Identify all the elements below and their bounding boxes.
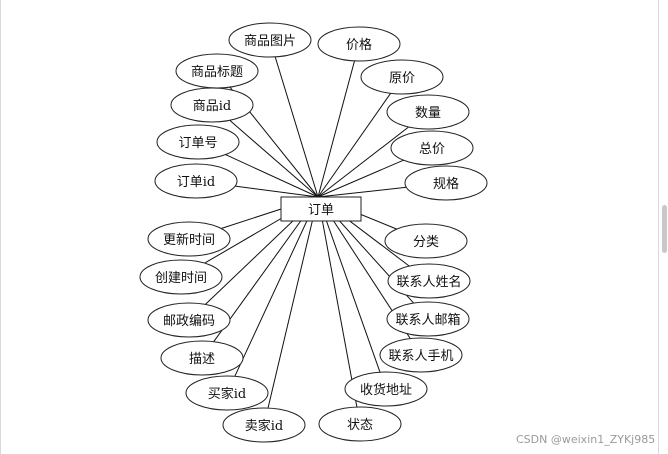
- attribute-label: 商品图片: [244, 34, 296, 49]
- attribute-node[interactable]: 分类: [384, 223, 468, 259]
- attribute-node[interactable]: 邮政编码: [147, 302, 231, 338]
- attribute-label: 更新时间: [163, 232, 215, 248]
- attribute-label: 联系人姓名: [396, 274, 461, 290]
- attribute-node[interactable]: 卖家id: [222, 407, 306, 443]
- attribute-ellipse: [379, 337, 463, 373]
- attribute-ellipse: [185, 375, 269, 411]
- relationship-line: [274, 56, 319, 198]
- attribute-label: 联系人手机: [388, 349, 453, 364]
- attribute-ellipse: [386, 94, 470, 130]
- relationship-line: [317, 186, 407, 198]
- attribute-node[interactable]: 价格: [317, 26, 401, 62]
- relationship-line: [267, 196, 319, 409]
- attribute-ellipse: [344, 371, 428, 407]
- relationship-line: [225, 154, 319, 198]
- attribute-node[interactable]: 总价: [390, 130, 474, 166]
- relationship-line: [317, 126, 409, 198]
- attribute-ellipse: [222, 407, 306, 443]
- attribute-label: 描述: [189, 352, 215, 367]
- attribute-node[interactable]: 订单号: [156, 124, 240, 160]
- relationship-line: [235, 185, 319, 198]
- attribute-ellipse: [228, 22, 312, 58]
- attribute-label: 原价: [389, 71, 415, 86]
- attribute-node[interactable]: 商品id: [170, 87, 254, 123]
- attribute-ellipse: [156, 124, 240, 160]
- attribute-node[interactable]: 规格: [404, 165, 488, 201]
- attribute-ellipse: [154, 163, 238, 199]
- attribute-label: 联系人邮箱: [395, 312, 460, 328]
- attribute-node[interactable]: 买家id: [185, 375, 269, 411]
- attribute-ellipse: [147, 221, 231, 257]
- attribute-node[interactable]: 商品图片: [228, 22, 312, 58]
- attribute-ellipse: [387, 263, 471, 299]
- vertical-scrollbar[interactable]: [662, 205, 667, 253]
- attribute-ellipse: [360, 59, 444, 95]
- entity-box[interactable]: 订单: [280, 196, 362, 222]
- attribute-node[interactable]: 数量: [386, 94, 470, 130]
- relationship-line: [317, 196, 358, 408]
- attribute-label: 总价: [419, 142, 445, 157]
- attribute-label: 订单id: [177, 175, 215, 190]
- attribute-ellipse: [160, 340, 244, 376]
- attribute-label: 数量: [415, 106, 441, 121]
- attribute-ellipse: [318, 406, 402, 442]
- relationship-line: [317, 196, 381, 373]
- attribute-label: 分类: [413, 235, 439, 250]
- attribute-ellipse: [147, 302, 231, 338]
- attribute-label: 价格: [346, 37, 372, 53]
- attribute-ellipse: [390, 130, 474, 166]
- attribute-label: 创建时间: [155, 271, 207, 286]
- relationship-line: [317, 93, 392, 198]
- attribute-node[interactable]: 联系人姓名: [387, 263, 471, 299]
- attribute-node[interactable]: 状态: [318, 406, 402, 442]
- attribute-label: 卖家id: [245, 418, 283, 434]
- attribute-node[interactable]: 描述: [160, 340, 244, 376]
- attribute-ellipse: [139, 259, 223, 295]
- attribute-ellipse: [386, 301, 470, 337]
- attribute-node[interactable]: 更新时间: [147, 221, 231, 257]
- attribute-ellipse: [317, 26, 401, 62]
- attribute-label: 买家id: [208, 386, 246, 402]
- entity-label: 订单: [308, 203, 334, 218]
- relationship-line: [317, 60, 355, 198]
- attribute-node[interactable]: 创建时间: [139, 259, 223, 295]
- attribute-label: 订单号: [178, 136, 217, 151]
- attribute-node[interactable]: 收货地址: [344, 371, 428, 407]
- attribute-label: 商品id: [193, 99, 231, 114]
- page-border-right: [658, 0, 659, 454]
- attribute-label: 规格: [433, 176, 459, 192]
- attribute-node[interactable]: 原价: [360, 59, 444, 95]
- attribute-ellipse: [404, 165, 488, 201]
- attribute-label: 商品标题: [191, 65, 243, 80]
- attribute-node[interactable]: 联系人手机: [379, 337, 463, 373]
- relationship-line: [317, 159, 404, 198]
- attribute-ellipse: [384, 223, 468, 259]
- attribute-ellipse: [170, 87, 254, 123]
- page-border-left: [0, 0, 1, 454]
- attribute-label: 状态: [347, 418, 373, 433]
- attribute-node[interactable]: 商品标题: [175, 53, 259, 89]
- watermark: CSDN @weixin1_ZYKj985: [516, 433, 656, 446]
- relationship-line: [234, 196, 319, 377]
- attribute-node[interactable]: 订单id: [154, 163, 238, 199]
- attribute-label: 收货地址: [360, 382, 412, 398]
- attribute-node[interactable]: 联系人邮箱: [386, 301, 470, 337]
- attribute-label: 邮政编码: [163, 314, 215, 329]
- relationship-line: [229, 119, 319, 198]
